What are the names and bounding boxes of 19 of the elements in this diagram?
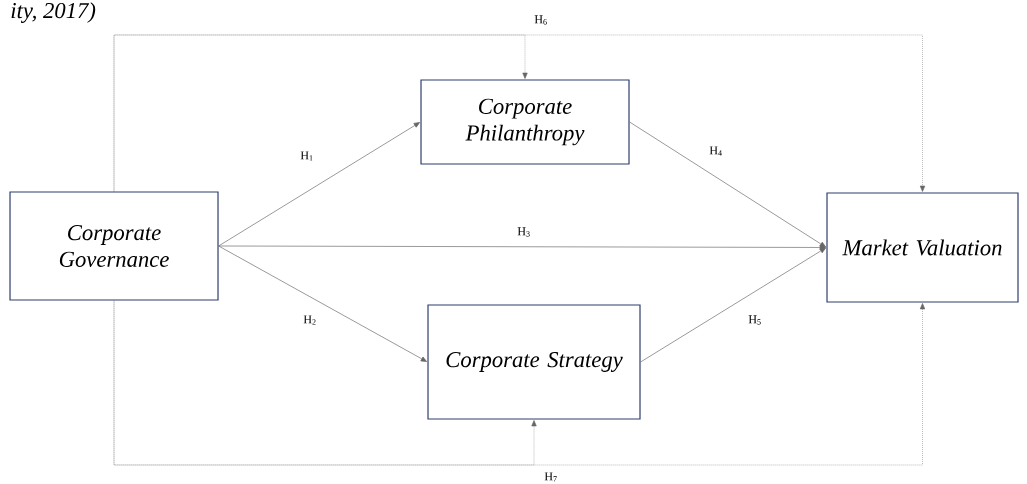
edge-label: H$_{3}$ xyxy=(517,227,530,237)
arrow xyxy=(113,34,926,192)
edge-label: H$_{2}$ xyxy=(303,315,316,325)
arrow xyxy=(640,247,826,363)
edge-label: H$_{7}$ xyxy=(544,472,557,482)
concept-box: Corporate Philanthropy xyxy=(420,79,630,165)
arrow xyxy=(218,122,420,247)
concept-box: Corporate Strategy xyxy=(427,304,641,420)
edge-label: H$_{4}$ xyxy=(709,146,722,156)
arrow xyxy=(218,245,427,362)
citation-fragment: ity, 2017) xyxy=(11,2,96,23)
edge-label: H$_{1}$ xyxy=(300,151,313,161)
edge-label: H$_{5}$ xyxy=(748,315,761,325)
arrow xyxy=(218,244,826,251)
arrow xyxy=(629,121,826,248)
concept-box: Corporate Governance xyxy=(9,191,219,301)
concept-box: Market Valuation xyxy=(826,192,1019,303)
edge-label: H$_{6}$ xyxy=(534,15,547,25)
arrow xyxy=(113,300,926,466)
